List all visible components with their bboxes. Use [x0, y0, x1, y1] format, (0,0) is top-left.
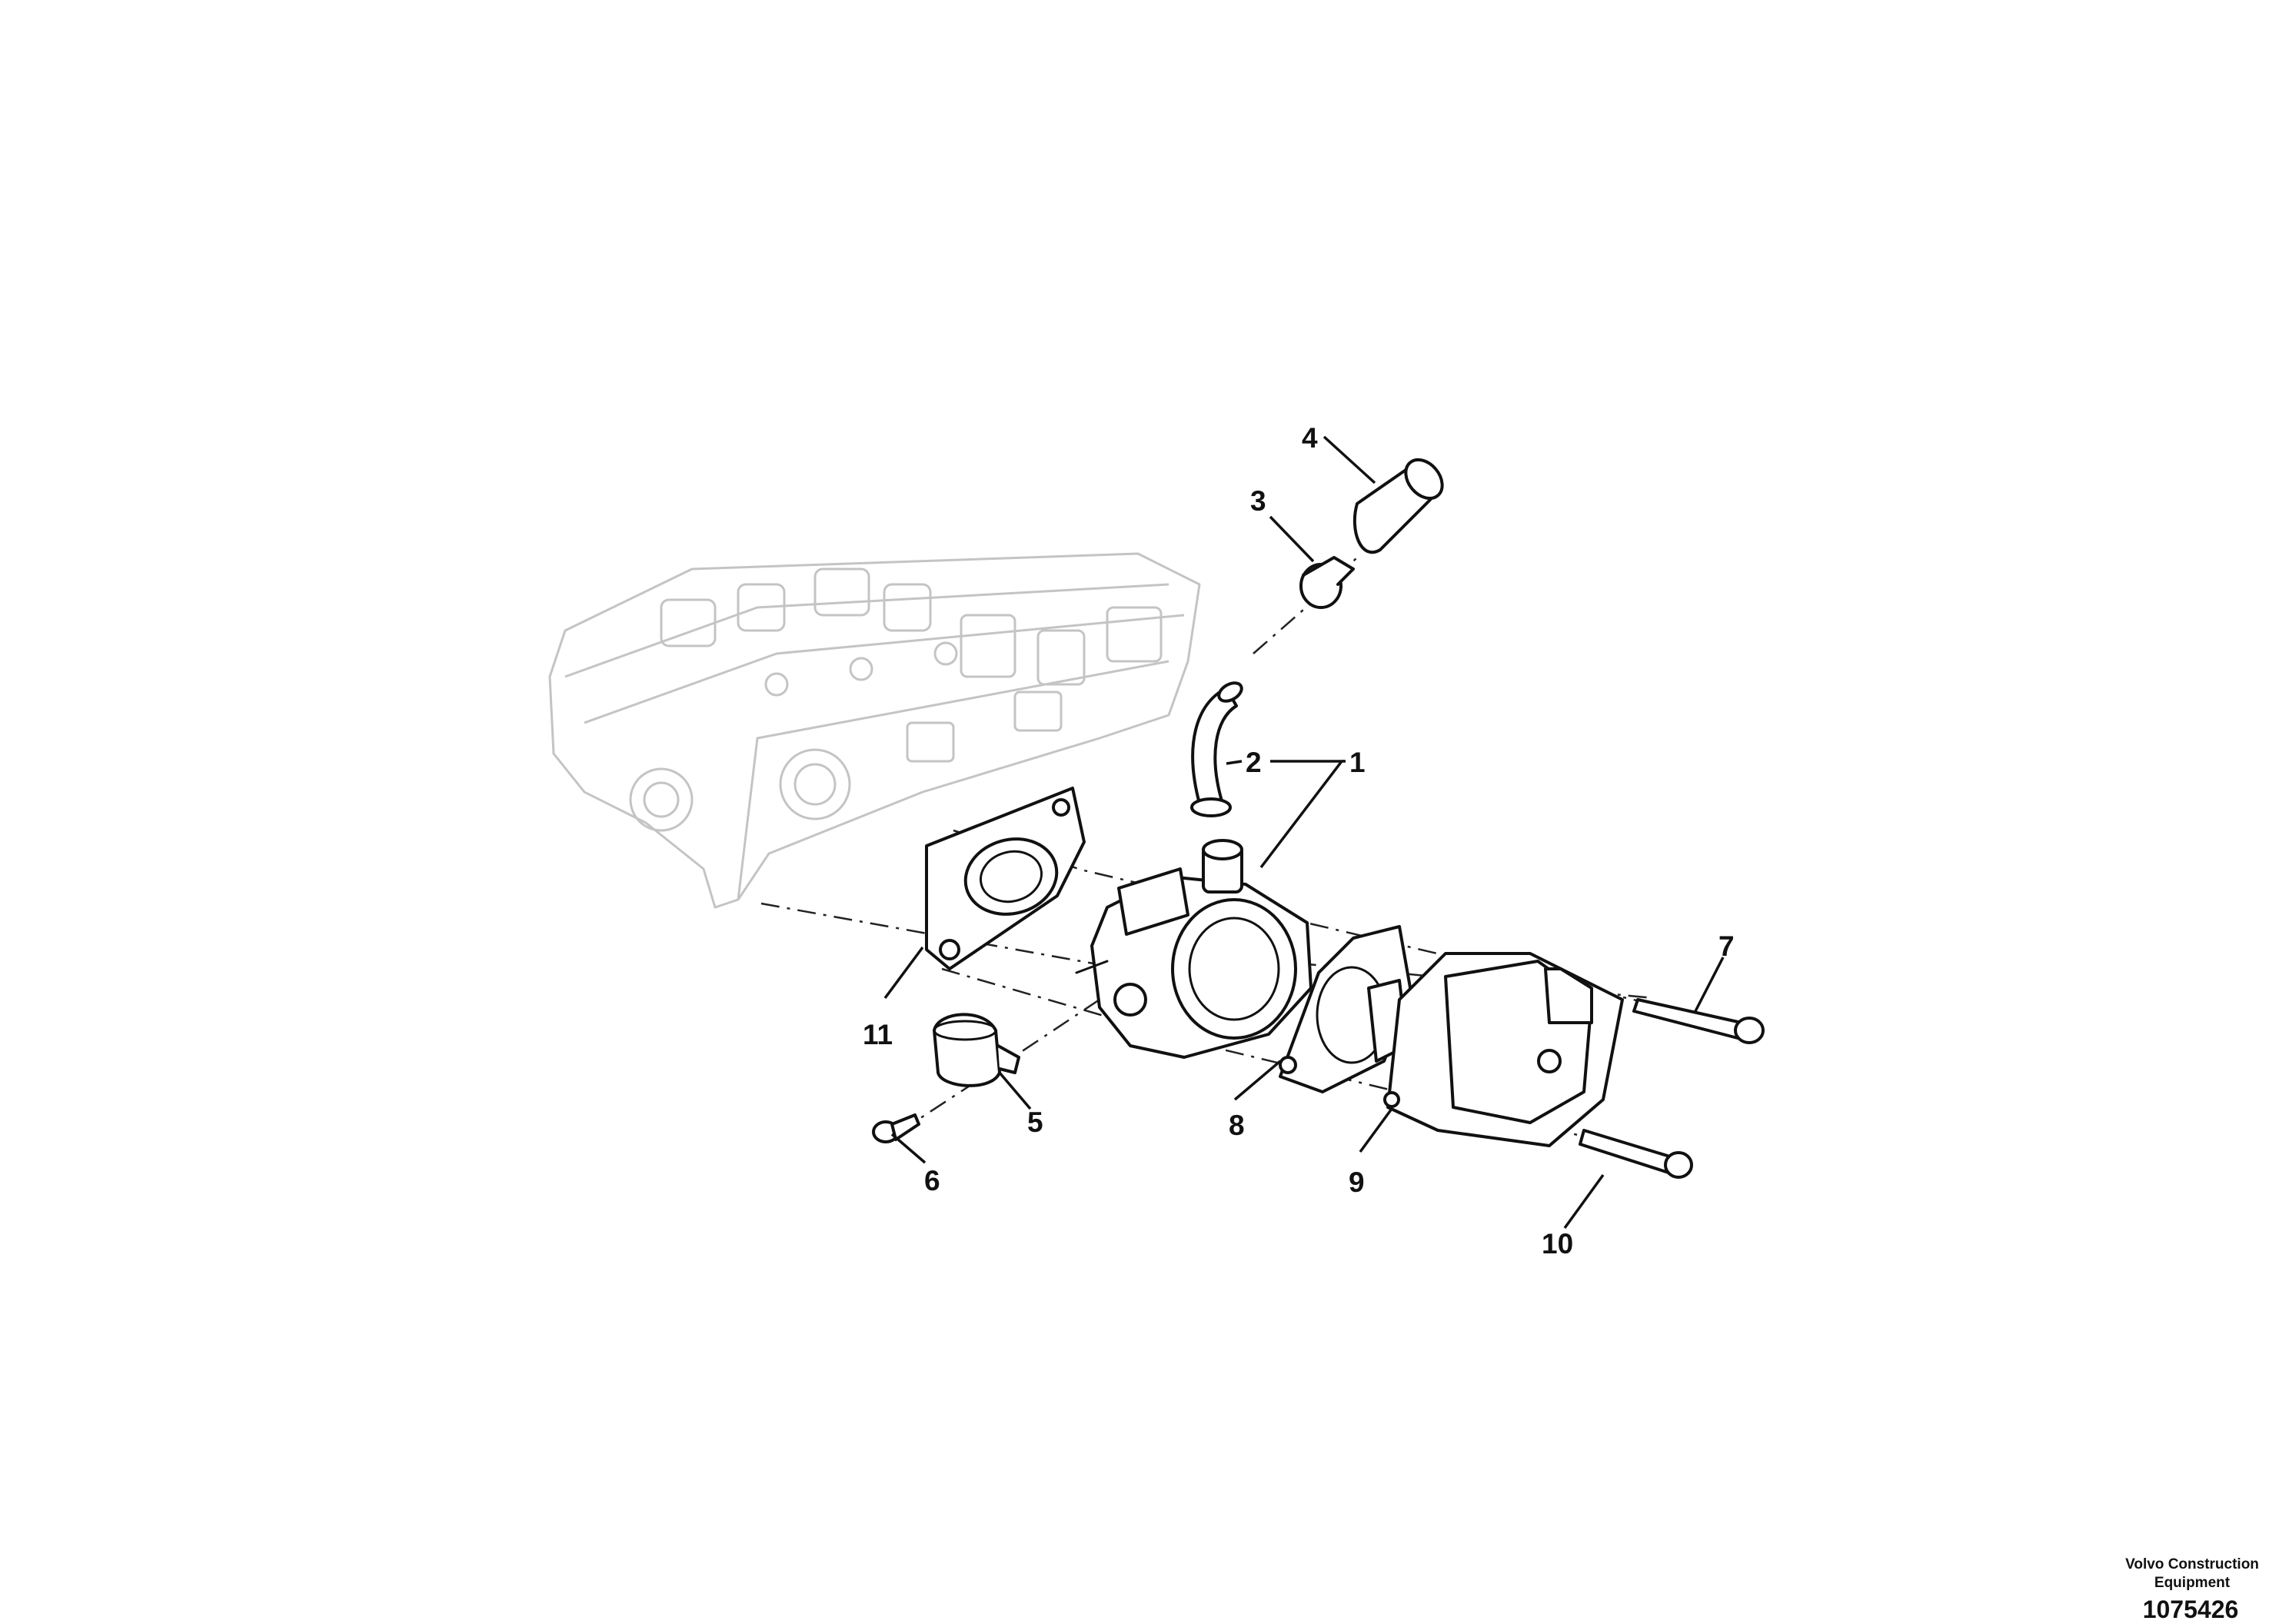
callout-7: 7 [1718, 930, 1735, 962]
callout-4: 4 [1302, 422, 1318, 454]
thermostat-housing-part [1075, 839, 1313, 1059]
leader-lines [883, 435, 1725, 1230]
clamp-part [933, 1013, 1020, 1087]
callout-9: 9 [1349, 1166, 1365, 1198]
callout-10: 10 [1542, 1228, 1573, 1260]
gasket-part [925, 787, 1086, 970]
callout-5: 5 [1027, 1107, 1043, 1138]
pipe-part [1190, 681, 1243, 817]
hose-part [1352, 458, 1444, 554]
hose-clamp-part [1299, 556, 1355, 609]
long-bolt-part [1632, 998, 1765, 1044]
illustration-number: 1075426 [2142, 1596, 2239, 1623]
bolt-part [1579, 1129, 1693, 1179]
callout-1: 1 [1349, 747, 1366, 778]
thermostat-cover-part [1367, 952, 1624, 1147]
callout-labels: 1 2 3 4 5 6 7 8 9 10 11 [863, 422, 1735, 1260]
small-screw-part [872, 1113, 920, 1143]
callout-3: 3 [1250, 485, 1266, 517]
callout-8: 8 [1229, 1110, 1245, 1141]
callout-6: 6 [924, 1165, 940, 1196]
callout-11: 11 [863, 1019, 893, 1050]
callout-2: 2 [1246, 747, 1262, 778]
publisher-credit: Volvo Construction Equipment [2125, 1556, 2259, 1591]
engine-head-ghost [548, 552, 1201, 909]
